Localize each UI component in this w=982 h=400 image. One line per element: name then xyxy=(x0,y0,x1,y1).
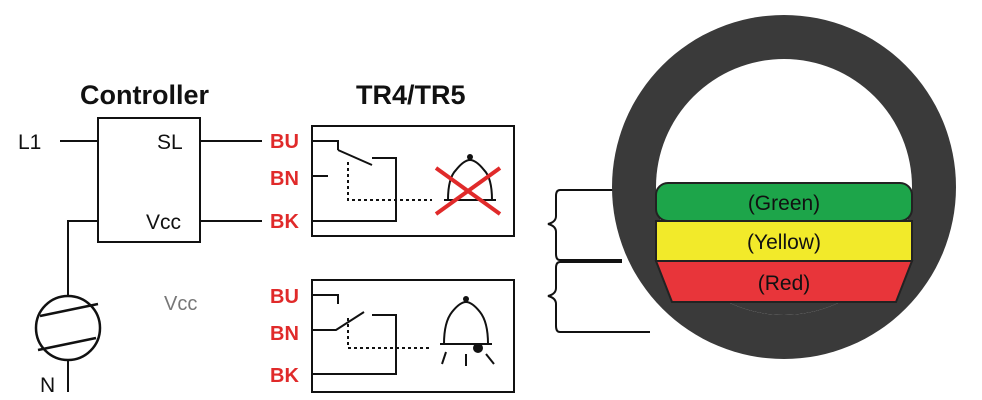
compressor-icon xyxy=(34,294,102,392)
relay-title: TR4/TR5 xyxy=(356,80,466,110)
relay-top-pin-bn: BN xyxy=(270,168,299,190)
bell-ringing-icon xyxy=(440,296,495,366)
relay-bottom: BU BN BK xyxy=(270,279,515,393)
controller-vcc-label: Vcc xyxy=(146,211,181,234)
relay-bottom-pin-bk: BK xyxy=(270,365,299,387)
vcc-note: Vcc xyxy=(164,293,197,315)
n-label: N xyxy=(40,374,55,397)
brace-bottom xyxy=(547,261,650,333)
relay-top: BU BN BK xyxy=(270,125,515,237)
controller-box xyxy=(97,117,201,243)
band-yellow-label: (Yellow) xyxy=(747,231,821,254)
controller-title: Controller xyxy=(80,80,209,110)
controller-sl-label: SL xyxy=(157,131,183,154)
relay-top-pin-bk: BK xyxy=(270,211,299,233)
relay-bottom-pin-bn: BN xyxy=(270,323,299,345)
relay-top-pin-bu: BU xyxy=(270,131,299,153)
relay-bottom-pin-bu: BU xyxy=(270,286,299,308)
sight-glass: (Green) (Yellow) (Red) xyxy=(612,15,956,359)
band-green-label: (Green) xyxy=(748,192,820,215)
l1-label: L1 xyxy=(18,131,41,154)
compressor-feed-wire xyxy=(67,220,98,296)
brace-top xyxy=(547,189,622,261)
band-red-label: (Red) xyxy=(758,272,811,295)
bell-crossed-icon xyxy=(434,154,502,216)
band-red xyxy=(654,260,914,303)
